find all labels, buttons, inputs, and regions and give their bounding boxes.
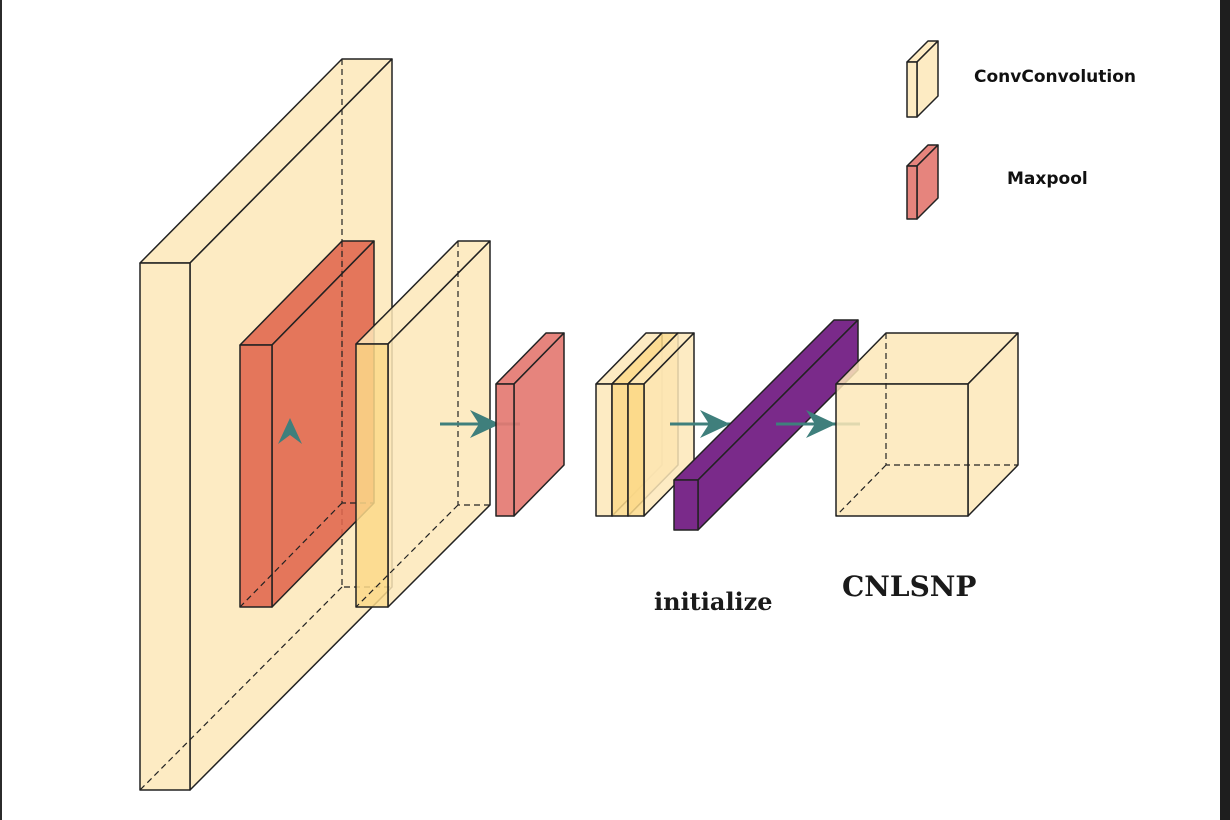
conv-block-input-front (139, 262, 191, 791)
maxpool-block-2-front (495, 383, 515, 517)
legend-conv-label: ConvConvolution (974, 67, 1136, 87)
output-label: CNLSNP (842, 570, 976, 603)
arrow-up-icon (278, 418, 302, 444)
conv-block-2-front (355, 343, 389, 608)
maxpool-block-2 (495, 332, 565, 517)
right-border (1220, 0, 1230, 820)
left-border (0, 0, 2, 820)
output-cube (835, 332, 1019, 517)
maxpool-block-1-front (239, 344, 273, 608)
conv-block-2 (355, 240, 491, 608)
legend: ConvConvolution Maxpool (906, 40, 1136, 220)
legend-maxpool-label: Maxpool (1007, 169, 1088, 189)
initialize-label: initialize (654, 587, 773, 616)
maxpool-block-1 (239, 240, 375, 608)
conv-stack-layer-3 (627, 332, 695, 517)
legend-maxpool-swatch (906, 144, 939, 220)
legend-conv-swatch (906, 40, 939, 118)
dense-layer-front (673, 479, 699, 531)
conv-stack (595, 332, 695, 517)
